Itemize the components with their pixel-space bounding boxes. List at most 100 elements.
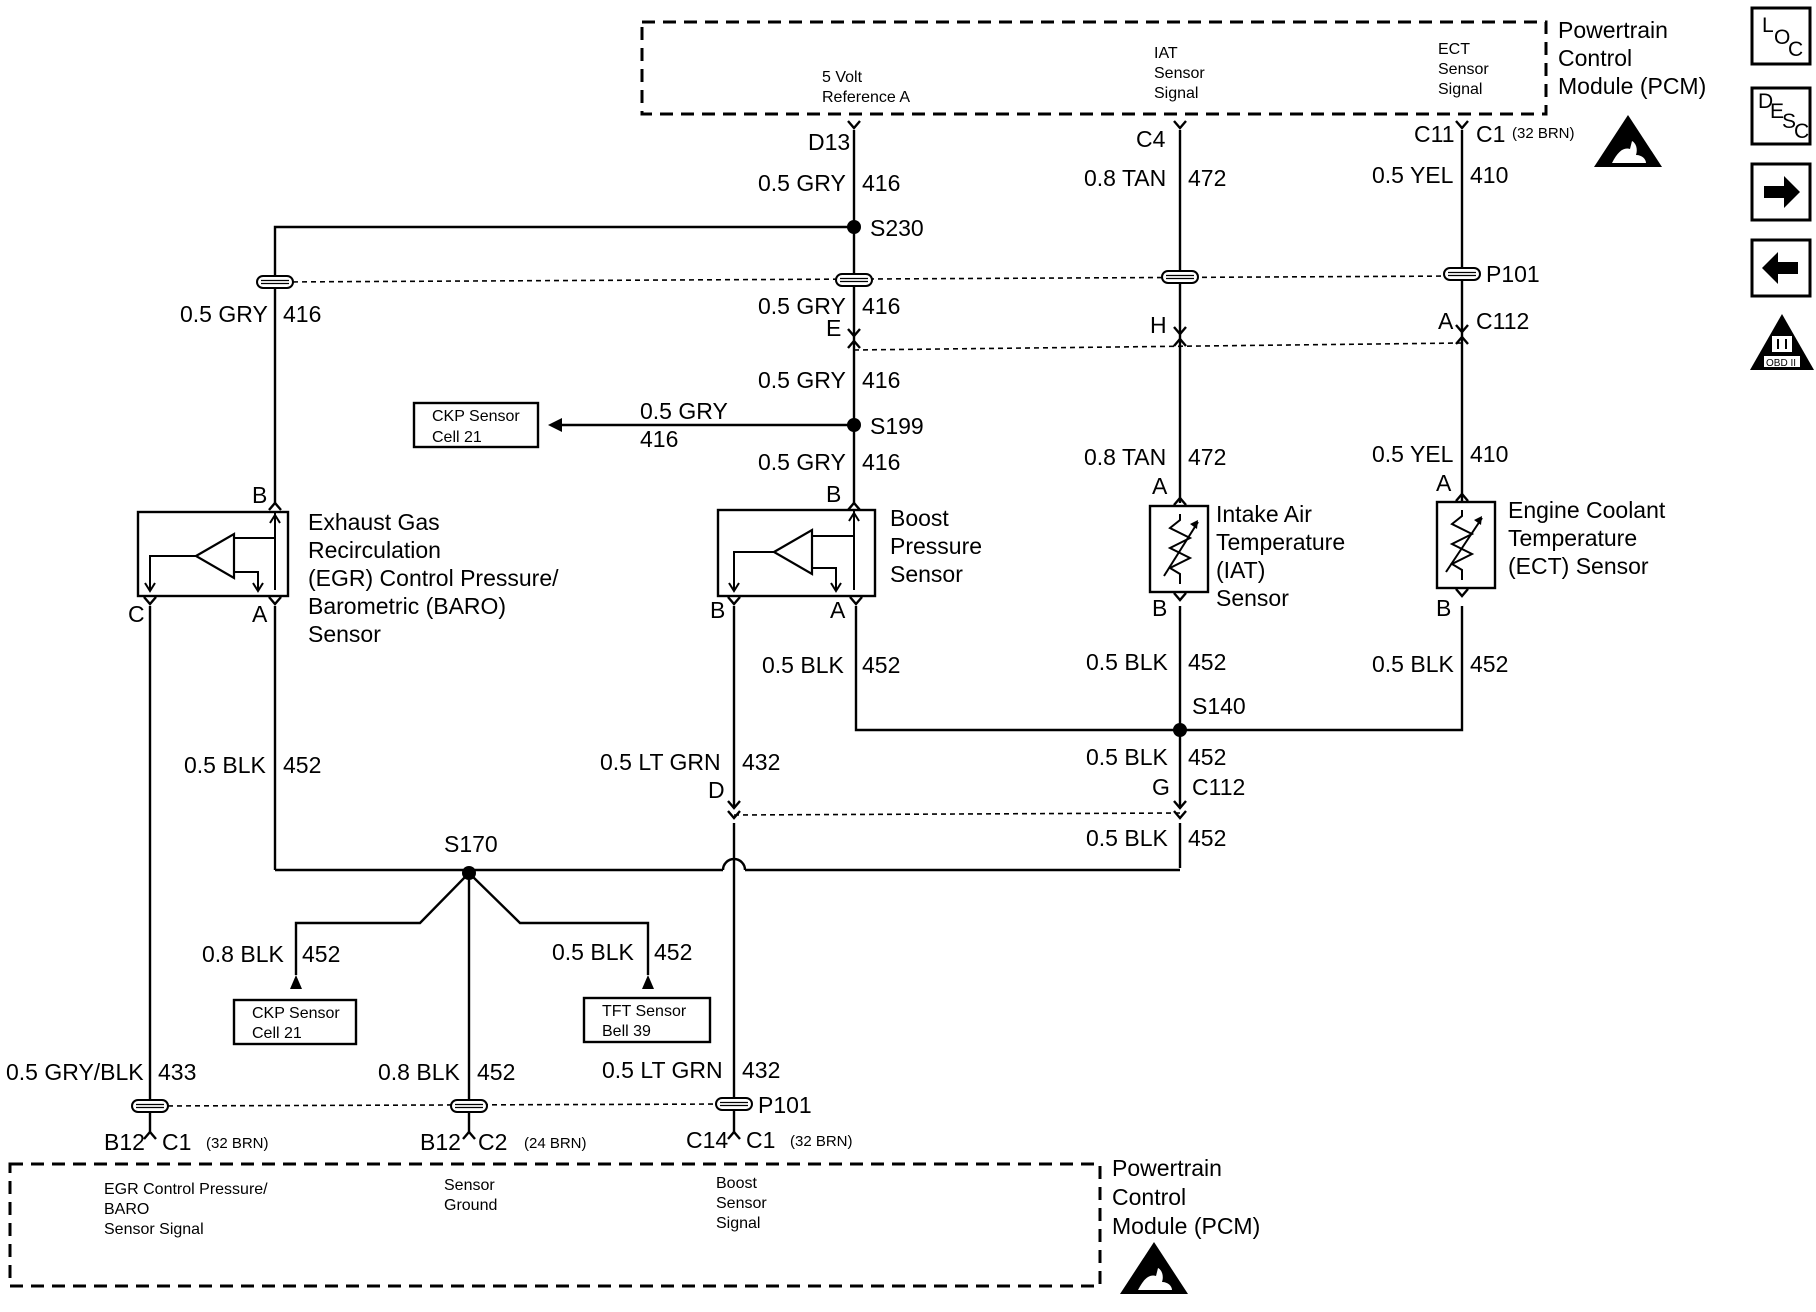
conn-c2-note: (24 BRN) <box>524 1135 587 1152</box>
wire-circuit: 416 <box>862 367 900 393</box>
pin-ect-a: A <box>1436 470 1452 496</box>
desc-icon-c: C <box>1794 120 1809 143</box>
conn-c1-left-note: (32 BRN) <box>206 1135 269 1152</box>
splice-s230-dot <box>847 220 861 234</box>
boost-label-line1: Boost <box>890 505 949 531</box>
wire-color: 0.5 BLK <box>184 752 266 778</box>
wire-circuit: 416 <box>862 449 900 475</box>
wire-circuit: 472 <box>1188 444 1226 470</box>
terminal <box>461 1130 477 1141</box>
ref-tft-line1: TFT Sensor <box>602 1003 687 1020</box>
ref-ckp-top-line2: Cell 21 <box>432 429 482 446</box>
wire-color: 0.5 LT GRN <box>602 1057 723 1083</box>
ref-tft-line2: Bell 39 <box>602 1023 651 1040</box>
wire-circuit: 472 <box>1188 165 1226 191</box>
egr-label-line1: Exhaust Gas <box>308 509 440 535</box>
wire-circuit: 410 <box>1470 162 1508 188</box>
wire-color: 0.5 BLK <box>1086 649 1168 675</box>
pin-function-ground-line2: Ground <box>444 1197 497 1214</box>
wire-circuit: 432 <box>742 1057 780 1083</box>
wire-circuit: 452 <box>862 652 900 678</box>
pin-label-iat-line1: IAT <box>1154 45 1178 62</box>
ref-box-ckp-top <box>412 401 540 449</box>
pin-b12-c1: B12 <box>104 1129 145 1155</box>
thermistor-symbol-icon <box>1167 514 1193 584</box>
egr-label-line5: Sensor <box>308 621 381 647</box>
wire-circuit: 452 <box>283 752 321 778</box>
pin-label-iat-line3: Signal <box>1154 85 1198 102</box>
pcm-top-boundary <box>640 20 1548 116</box>
wire-circuit: 433 <box>158 1059 196 1085</box>
wire-color: 0.5 GRY <box>180 301 268 327</box>
wire-color: 0.5 BLK <box>552 939 634 965</box>
terminal <box>142 1130 158 1141</box>
wire-color: 0.8 BLK <box>378 1059 460 1085</box>
pin-label-5v-ref-line2: Reference A <box>822 89 910 106</box>
terminal-c4 <box>1172 119 1188 130</box>
wire-circuit: 452 <box>302 941 340 967</box>
wire-color: 0.5 GRY <box>758 170 846 196</box>
pin-boost-b-top: B <box>826 481 841 507</box>
wire-color: 0.8 BLK <box>202 941 284 967</box>
wire-circuit: 416 <box>862 170 900 196</box>
wire-color: 0.8 TAN <box>1084 165 1166 191</box>
arrow-to-ckp-icon <box>548 418 562 432</box>
iat-label-line4: Sensor <box>1216 585 1289 611</box>
pcm-top-title-line3: Module (PCM) <box>1558 73 1706 99</box>
esd-warning-icon <box>1120 1242 1188 1294</box>
ect-sensor <box>1435 500 1497 590</box>
pin-function-ground-line1: Sensor <box>444 1177 495 1194</box>
ref-ckp-top-line1: CKP Sensor <box>432 408 520 425</box>
wire-circuit: 416 <box>640 426 678 452</box>
wire-circuit: 416 <box>283 301 321 327</box>
wire-lines <box>148 130 1464 1132</box>
connector-c112-label: C112 <box>1476 308 1529 334</box>
pin-label-iat-line2: Sensor <box>1154 65 1205 82</box>
pin-label-ect-line2: Sensor <box>1438 61 1489 78</box>
wire-circuit: 416 <box>862 293 900 319</box>
pcm-top-title-line1: Powertrain <box>1558 17 1668 43</box>
wire-color: 0.5 LT GRN <box>600 749 721 775</box>
terminal-ect-b <box>1454 587 1470 598</box>
pin-egr-b: B <box>252 482 267 508</box>
wire-circuit: 452 <box>1188 825 1226 851</box>
obd-ii-label: OBD II <box>1766 358 1796 369</box>
wire-labels: 0.5 GRY 416 0.8 TAN 472 0.5 YEL 410 0.5 … <box>6 162 1508 1085</box>
inline-connector <box>1161 270 1199 284</box>
thermistor-symbol-icon <box>1449 510 1475 580</box>
inline-connector <box>450 1099 488 1113</box>
ref-ckp-bottom-line1: CKP Sensor <box>252 1005 340 1022</box>
egr-label-line4: Barometric (BARO) <box>308 593 506 619</box>
terminal-iat-b <box>1172 591 1188 602</box>
connector-c112-bottom-dashline <box>733 812 1181 816</box>
pcm-bottom-title-line2: Control <box>1112 1184 1186 1210</box>
pcm-top-title-line2: Control <box>1558 45 1632 71</box>
terminal-c11 <box>1454 119 1470 130</box>
wire-color: 0.5 BLK <box>1086 744 1168 770</box>
terminal <box>726 1130 742 1141</box>
wire-color: 0.5 BLK <box>1372 651 1454 677</box>
loc-icon-l: L <box>1762 14 1774 37</box>
boost-label-line2: Pressure <box>890 533 982 559</box>
boost-pressure-sensor <box>716 508 877 598</box>
wire-circuit: 452 <box>654 939 692 965</box>
pin-d13: D13 <box>808 129 850 155</box>
wire-circuit: 452 <box>1470 651 1508 677</box>
ground-arrow-icon <box>642 975 654 989</box>
egr-baro-sensor <box>136 510 290 598</box>
wire-color: 0.8 TAN <box>1084 444 1166 470</box>
pcm-bottom-boundary <box>8 1162 1102 1288</box>
wire-color: 0.5 BLK <box>762 652 844 678</box>
iat-label-line3: (IAT) <box>1216 557 1265 583</box>
loc-icon-c: C <box>1788 38 1803 61</box>
pin-c14-c1: C14 <box>686 1127 728 1153</box>
inline-connector <box>1443 267 1481 281</box>
ref-ckp-bottom-line2: Cell 21 <box>252 1025 302 1042</box>
wire-color: 0.5 YEL <box>1372 162 1454 188</box>
pcm-bottom: EGR Control Pressure/ BARO Sensor Signal… <box>8 1155 1260 1294</box>
wire-circuit: 452 <box>1188 744 1226 770</box>
boost-label-line3: Sensor <box>890 561 963 587</box>
pin-function-egr-line2: BARO <box>104 1201 149 1218</box>
terminal-d13 <box>846 119 862 130</box>
